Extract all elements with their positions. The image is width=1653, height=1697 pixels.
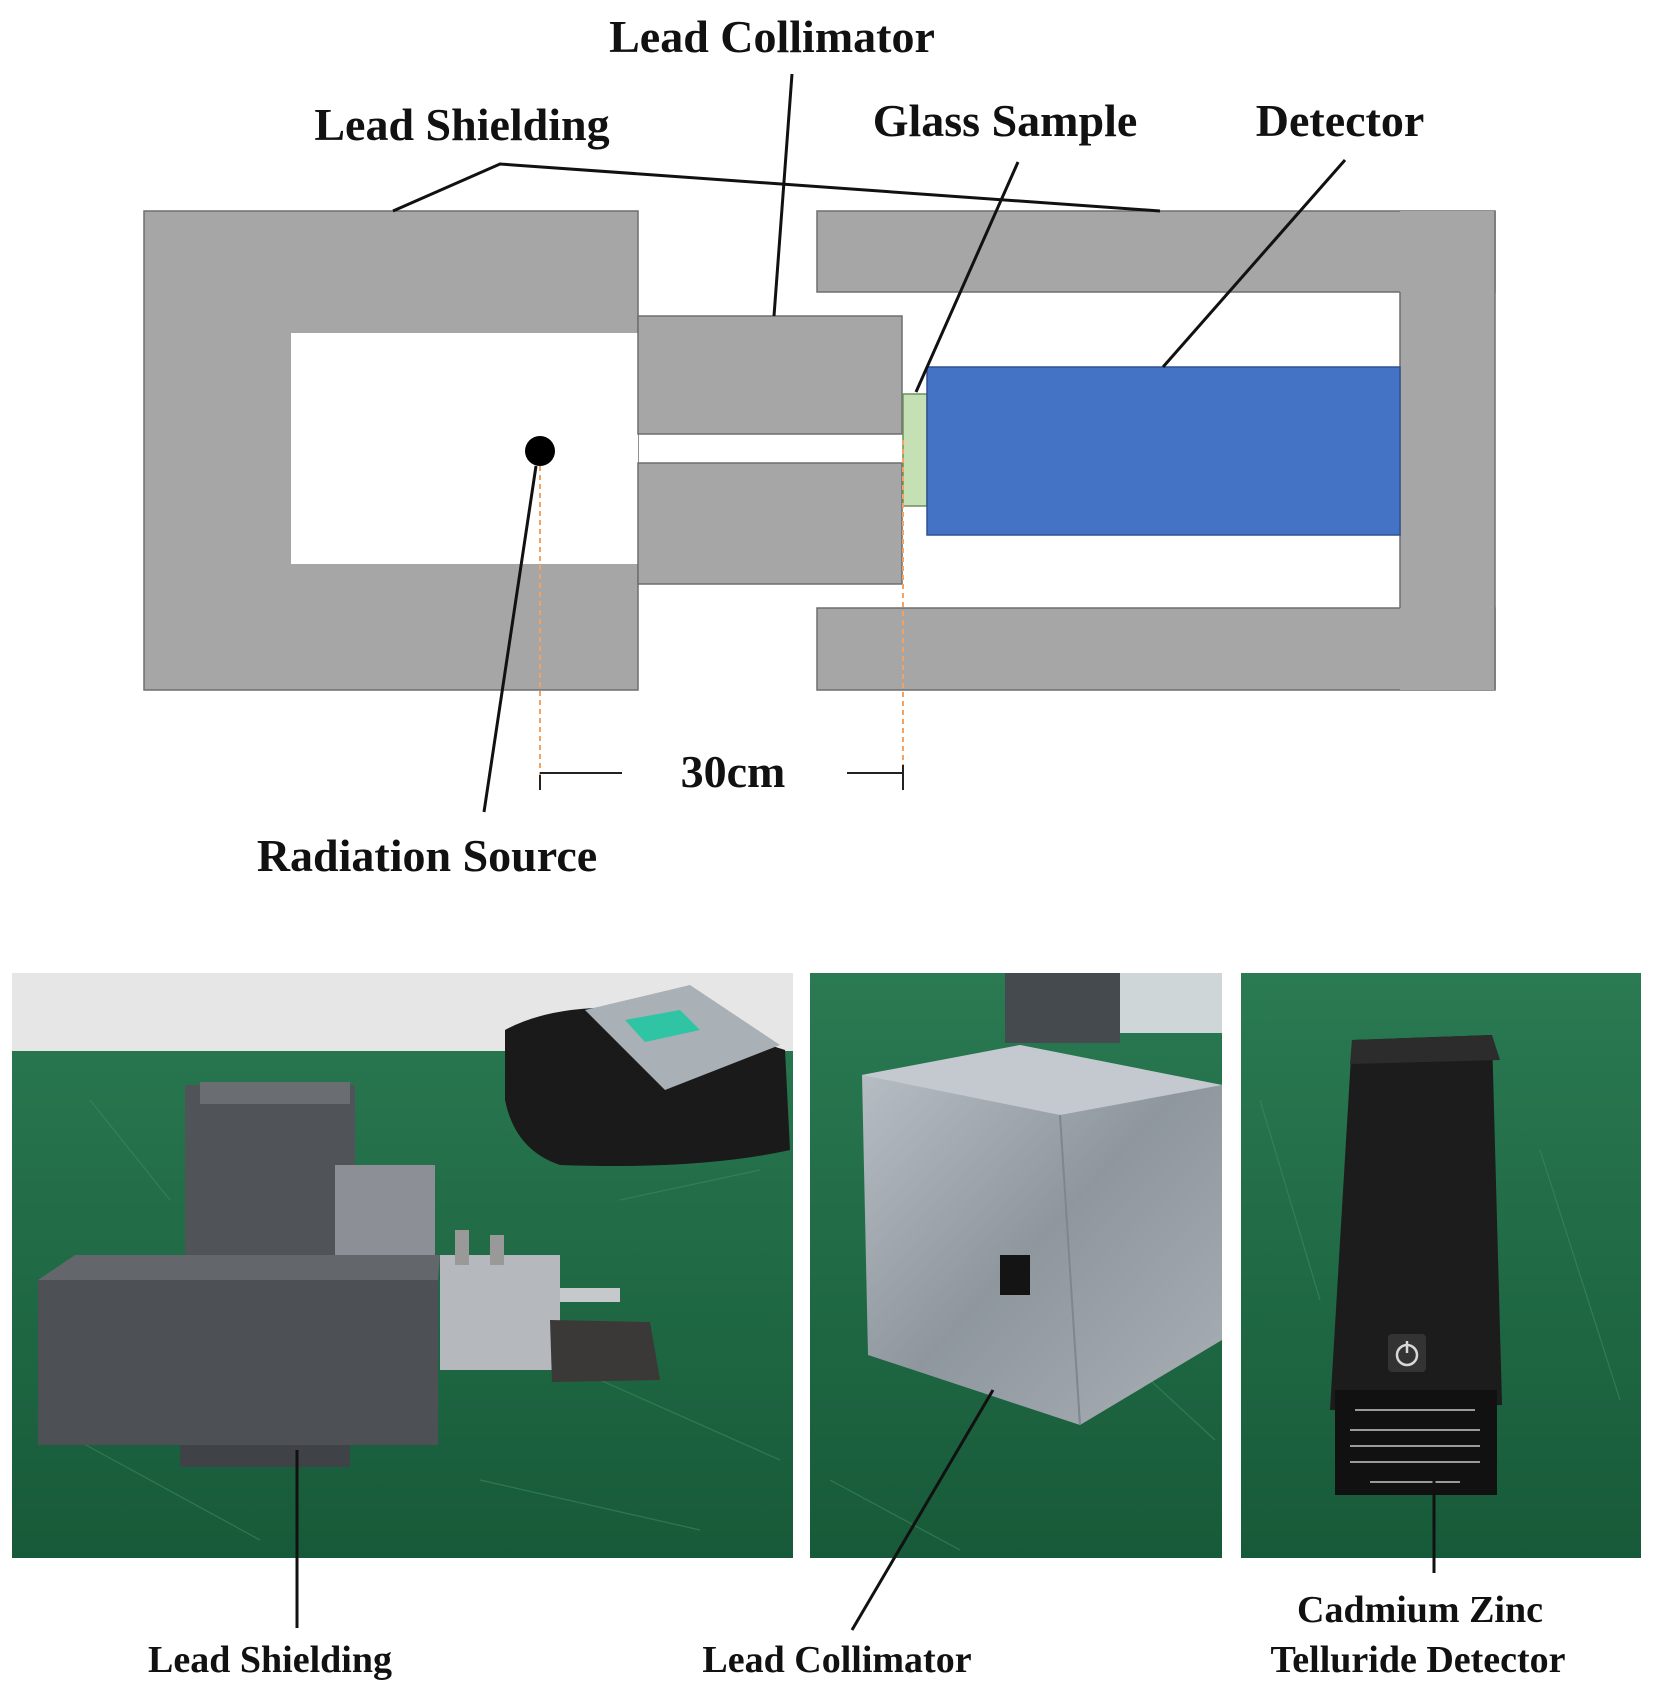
detector-leader <box>1161 159 1347 368</box>
right-shield-bottom <box>816 607 1496 691</box>
photo-label-detector-line2: Telluride Detector <box>1270 1639 1565 1681</box>
source-cavity <box>291 333 638 564</box>
radiation-source-dot <box>525 436 555 466</box>
photo-label-lead-collimator: Lead Collimator <box>702 1639 971 1681</box>
right-shield-top <box>816 210 1496 293</box>
detector-block <box>926 366 1401 536</box>
metal-fixture <box>585 985 780 1090</box>
czt-detector-body <box>1330 1035 1502 1410</box>
shielding-leader <box>392 162 1161 213</box>
collimator-block-photo <box>862 1045 1222 1425</box>
collimator-lower-block <box>637 462 903 585</box>
rail-plate <box>550 1320 660 1382</box>
photo-label-detector-line1: Cadmium Zinc <box>1297 1589 1543 1631</box>
glass-leader <box>914 161 1020 393</box>
collimator-upper-block <box>637 315 903 435</box>
label-lead-shielding: Lead Shielding <box>314 99 609 150</box>
schematic-diagram: Lead Collimator Lead Shielding Glass Sam… <box>143 11 1496 881</box>
right-shield-back <box>1400 211 1495 690</box>
label-radiation-source: Radiation Source <box>257 830 597 881</box>
photo-lead-collimator <box>810 973 1222 1558</box>
collimator-leader <box>772 73 794 317</box>
photo-lead-shielding <box>12 973 793 1558</box>
glass-sample <box>902 393 928 507</box>
collimator-aperture <box>1000 1255 1030 1295</box>
photo-label-lead-shielding: Lead Shielding <box>148 1639 392 1681</box>
translation-stage <box>440 1255 560 1370</box>
detector-label-plate <box>1335 1390 1497 1495</box>
label-glass-sample: Glass Sample <box>873 95 1138 146</box>
source-leader <box>482 465 538 813</box>
distance-marker <box>539 765 904 790</box>
photo-czt-detector <box>1241 973 1641 1558</box>
label-lead-collimator: Lead Collimator <box>609 11 935 62</box>
photo-collimator-leader <box>850 1389 995 1631</box>
front-lead-block <box>38 1280 438 1445</box>
label-detector: Detector <box>1256 95 1425 146</box>
power-icon <box>1388 1334 1426 1372</box>
label-distance: 30cm <box>681 746 786 797</box>
